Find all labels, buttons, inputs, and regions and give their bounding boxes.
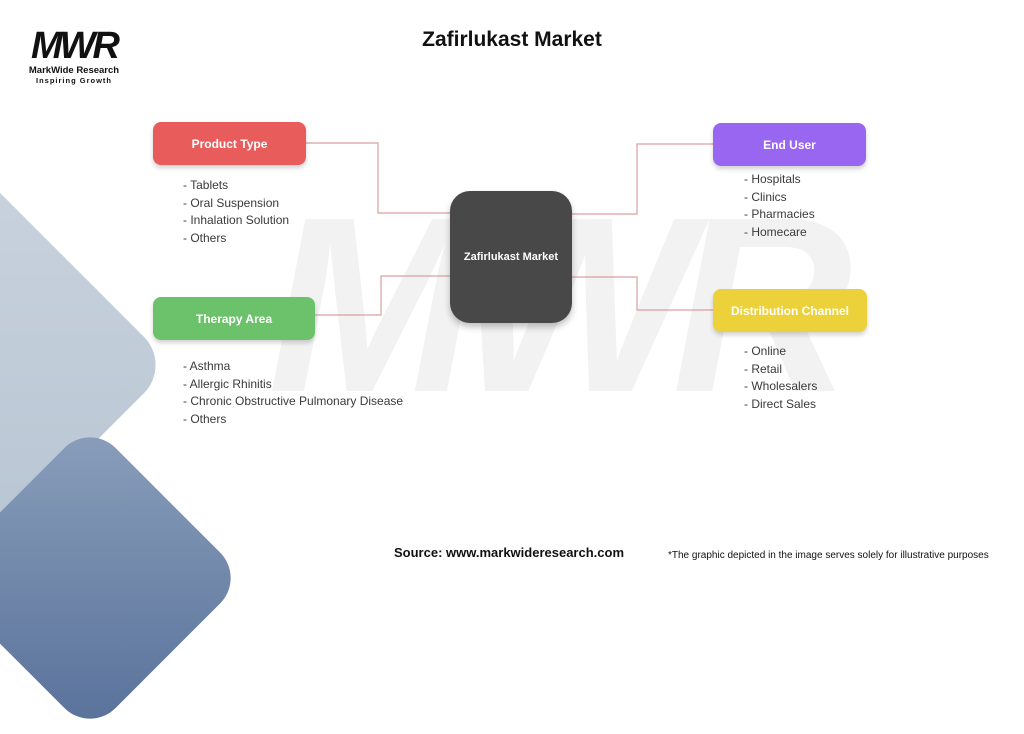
connector-product-type	[306, 142, 450, 214]
list-item: - Tablets	[183, 178, 229, 192]
list-item: - Wholesalers	[744, 379, 818, 393]
distribution-channel-list: - Online - Retail - Wholesalers - Direct…	[744, 343, 817, 413]
disclaimer-note: *The graphic depicted in the image serve…	[668, 550, 989, 561]
list-item: - Inhalation Solution	[183, 213, 290, 227]
list-item: - Clinics	[744, 189, 787, 204]
branch-label: Therapy Area	[195, 311, 273, 326]
logo-company-name: MarkWide Research	[28, 65, 120, 76]
connector-lines	[306, 142, 713, 316]
list-item: - Pharmacies	[744, 207, 815, 221]
logo-tagline: Inspiring Growth	[36, 76, 112, 85]
list-item: - Allergic Rhinitis	[183, 376, 272, 391]
branch-label: End User	[763, 137, 816, 152]
brand-logo: MWR MarkWide Research Inspiring Growth	[22, 25, 126, 85]
list-item: - Oral Suspension	[183, 195, 280, 210]
product-type-list: - Tablets - Oral Suspension - Inhalation…	[183, 177, 289, 247]
branch-label: Product Type	[191, 136, 268, 151]
list-item: - Others	[183, 230, 227, 245]
list-item: - Online	[744, 344, 787, 358]
branch-distribution-channel: Distribution Channel	[713, 289, 867, 332]
branch-therapy-area: Therapy Area	[153, 297, 315, 340]
list-item: - Retail	[744, 361, 783, 376]
list-item: - Chronic Obstructive Pulmonary Disease	[183, 394, 404, 408]
center-node: Zafirlukast Market	[450, 191, 572, 323]
list-item: - Hospitals	[744, 172, 801, 186]
connector-end-user	[572, 143, 713, 215]
therapy-area-list: - Asthma - Allergic Rhinitis - Chronic O…	[183, 358, 403, 428]
source-credit: Source: www.markwideresearch.com	[394, 545, 625, 560]
branch-product-type: Product Type	[153, 122, 306, 165]
list-item: - Others	[183, 411, 227, 426]
list-item: - Asthma	[183, 359, 231, 373]
list-item: - Homecare	[744, 224, 807, 239]
end-user-list: - Hospitals - Clinics - Pharmacies - Hom…	[744, 171, 815, 241]
list-item: - Direct Sales	[744, 396, 817, 411]
connector-therapy-area	[315, 275, 450, 316]
branch-label: Distribution Channel	[731, 303, 849, 318]
connector-distribution-channel	[572, 276, 713, 311]
branch-end-user: End User	[713, 123, 866, 166]
center-node-label: Zafirlukast Market	[463, 251, 559, 263]
page-title: Zafirlukast Market	[422, 28, 602, 51]
logo-mark: MWR	[31, 25, 120, 67]
